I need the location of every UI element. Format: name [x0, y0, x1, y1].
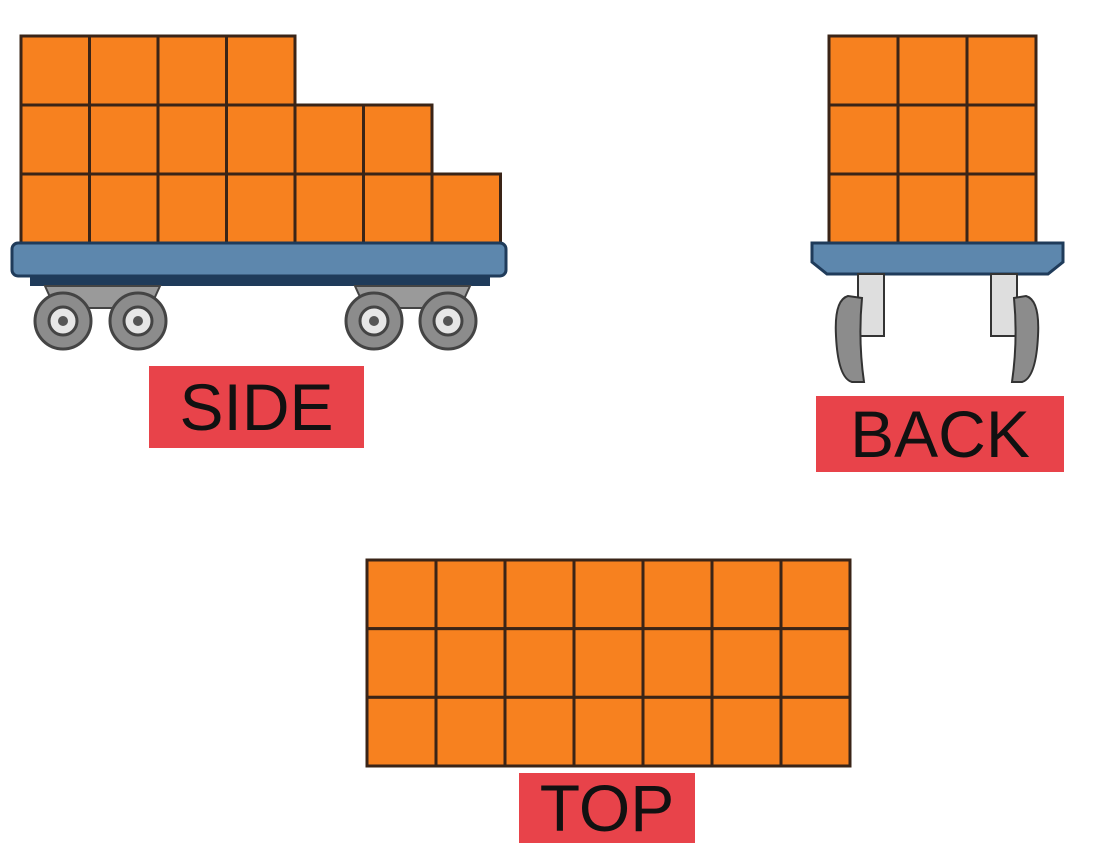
top-box: [434, 695, 507, 768]
side-cart-deck: [10, 241, 508, 278]
side-box: [293, 172, 365, 245]
side-box: [430, 172, 502, 245]
side-box: [156, 103, 228, 176]
side-wheel-3: [344, 291, 404, 351]
side-box: [225, 103, 297, 176]
back-box: [827, 103, 900, 176]
top-box: [503, 627, 576, 699]
side-wheel-2: [108, 291, 168, 351]
side-box: [225, 172, 297, 245]
top-box: [641, 627, 714, 699]
top-box: [779, 695, 852, 768]
top-box: [710, 558, 783, 631]
side-box: [19, 103, 91, 176]
back-cart: [810, 241, 1065, 383]
top-box: [365, 627, 438, 699]
side-view: [10, 34, 508, 351]
side-box: [88, 103, 160, 176]
top-box-grid: [365, 558, 852, 768]
back-box: [965, 172, 1038, 245]
back-leg-right: [990, 273, 1018, 337]
top-box: [641, 558, 714, 631]
top-box: [503, 558, 576, 631]
back-box: [896, 103, 969, 176]
back-view: [810, 34, 1065, 383]
side-box: [88, 172, 160, 245]
side-box: [156, 34, 228, 107]
side-box: [88, 34, 160, 107]
top-box: [572, 627, 645, 699]
side-box: [156, 172, 228, 245]
side-box: [19, 172, 91, 245]
top-box: [572, 558, 645, 631]
side-cart-underframe: [30, 276, 490, 286]
side-label: SIDE: [149, 366, 364, 448]
back-box-stack: [827, 34, 1038, 245]
side-box: [225, 34, 297, 107]
back-box: [827, 34, 900, 107]
back-box: [827, 172, 900, 245]
top-box: [779, 627, 852, 699]
top-box: [779, 558, 852, 631]
back-box: [965, 103, 1038, 176]
side-box-stack: [19, 34, 502, 245]
top-box: [365, 695, 438, 768]
top-box: [710, 695, 783, 768]
back-box: [896, 34, 969, 107]
side-box: [19, 34, 91, 107]
back-label: BACK: [816, 396, 1064, 472]
back-wheel-right: [1010, 294, 1040, 383]
top-box: [365, 558, 438, 631]
top-view: [365, 558, 852, 768]
side-wheel-1: [33, 291, 93, 351]
side-cart: [10, 241, 508, 351]
top-label: TOP: [519, 773, 695, 843]
top-box: [710, 627, 783, 699]
top-box: [434, 558, 507, 631]
side-box: [362, 172, 434, 245]
top-box: [503, 695, 576, 768]
top-box: [641, 695, 714, 768]
side-box: [362, 103, 434, 176]
back-box: [896, 172, 969, 245]
back-cart-deck: [810, 241, 1065, 276]
top-box: [572, 695, 645, 768]
back-wheel-left: [834, 294, 866, 383]
back-box: [965, 34, 1038, 107]
side-wheel-4: [418, 291, 478, 351]
side-box: [293, 103, 365, 176]
top-box: [434, 627, 507, 699]
